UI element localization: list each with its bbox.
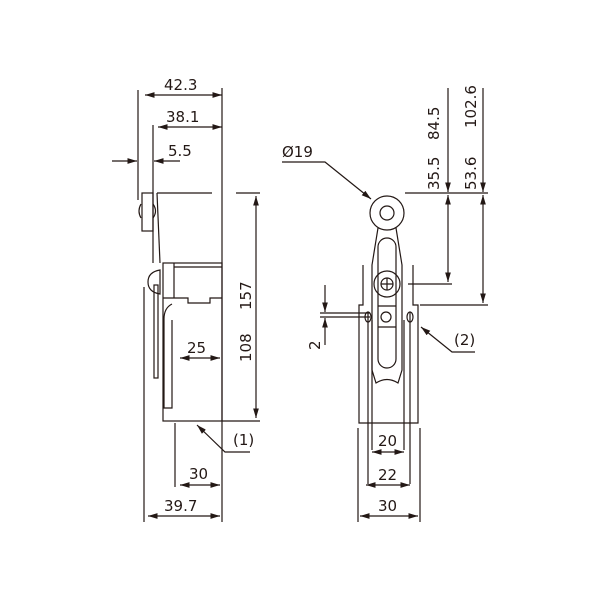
dim-108: 108 [237,333,255,362]
side-view: 42.3 38.1 5.5 108 157 25 (1) 30 39.7 [112,76,260,522]
dim-35-5: 35.5 [425,157,443,190]
dim-2: 2 [306,340,324,350]
front-view: Ø19 84.5 35.5 102.6 53.6 2 (2) 20 22 30 [282,85,488,522]
callout-2: (2) [454,331,475,349]
dim-22: 22 [378,466,397,484]
dim-157: 157 [237,281,255,310]
dim-30-front: 30 [378,497,397,515]
dim-39-7: 39.7 [164,497,197,515]
dim-30-side: 30 [189,465,208,483]
dim-42-3: 42.3 [164,76,197,94]
dim-5-5: 5.5 [168,142,192,160]
dim-diameter-19: Ø19 [282,143,313,161]
dim-38-1: 38.1 [166,108,199,126]
dim-53-6: 53.6 [462,157,480,190]
callout-1: (1) [233,431,254,449]
dim-84-5: 84.5 [425,107,443,140]
dim-102-6: 102.6 [462,85,480,128]
dim-25: 25 [187,339,206,357]
dim-20: 20 [378,432,397,450]
